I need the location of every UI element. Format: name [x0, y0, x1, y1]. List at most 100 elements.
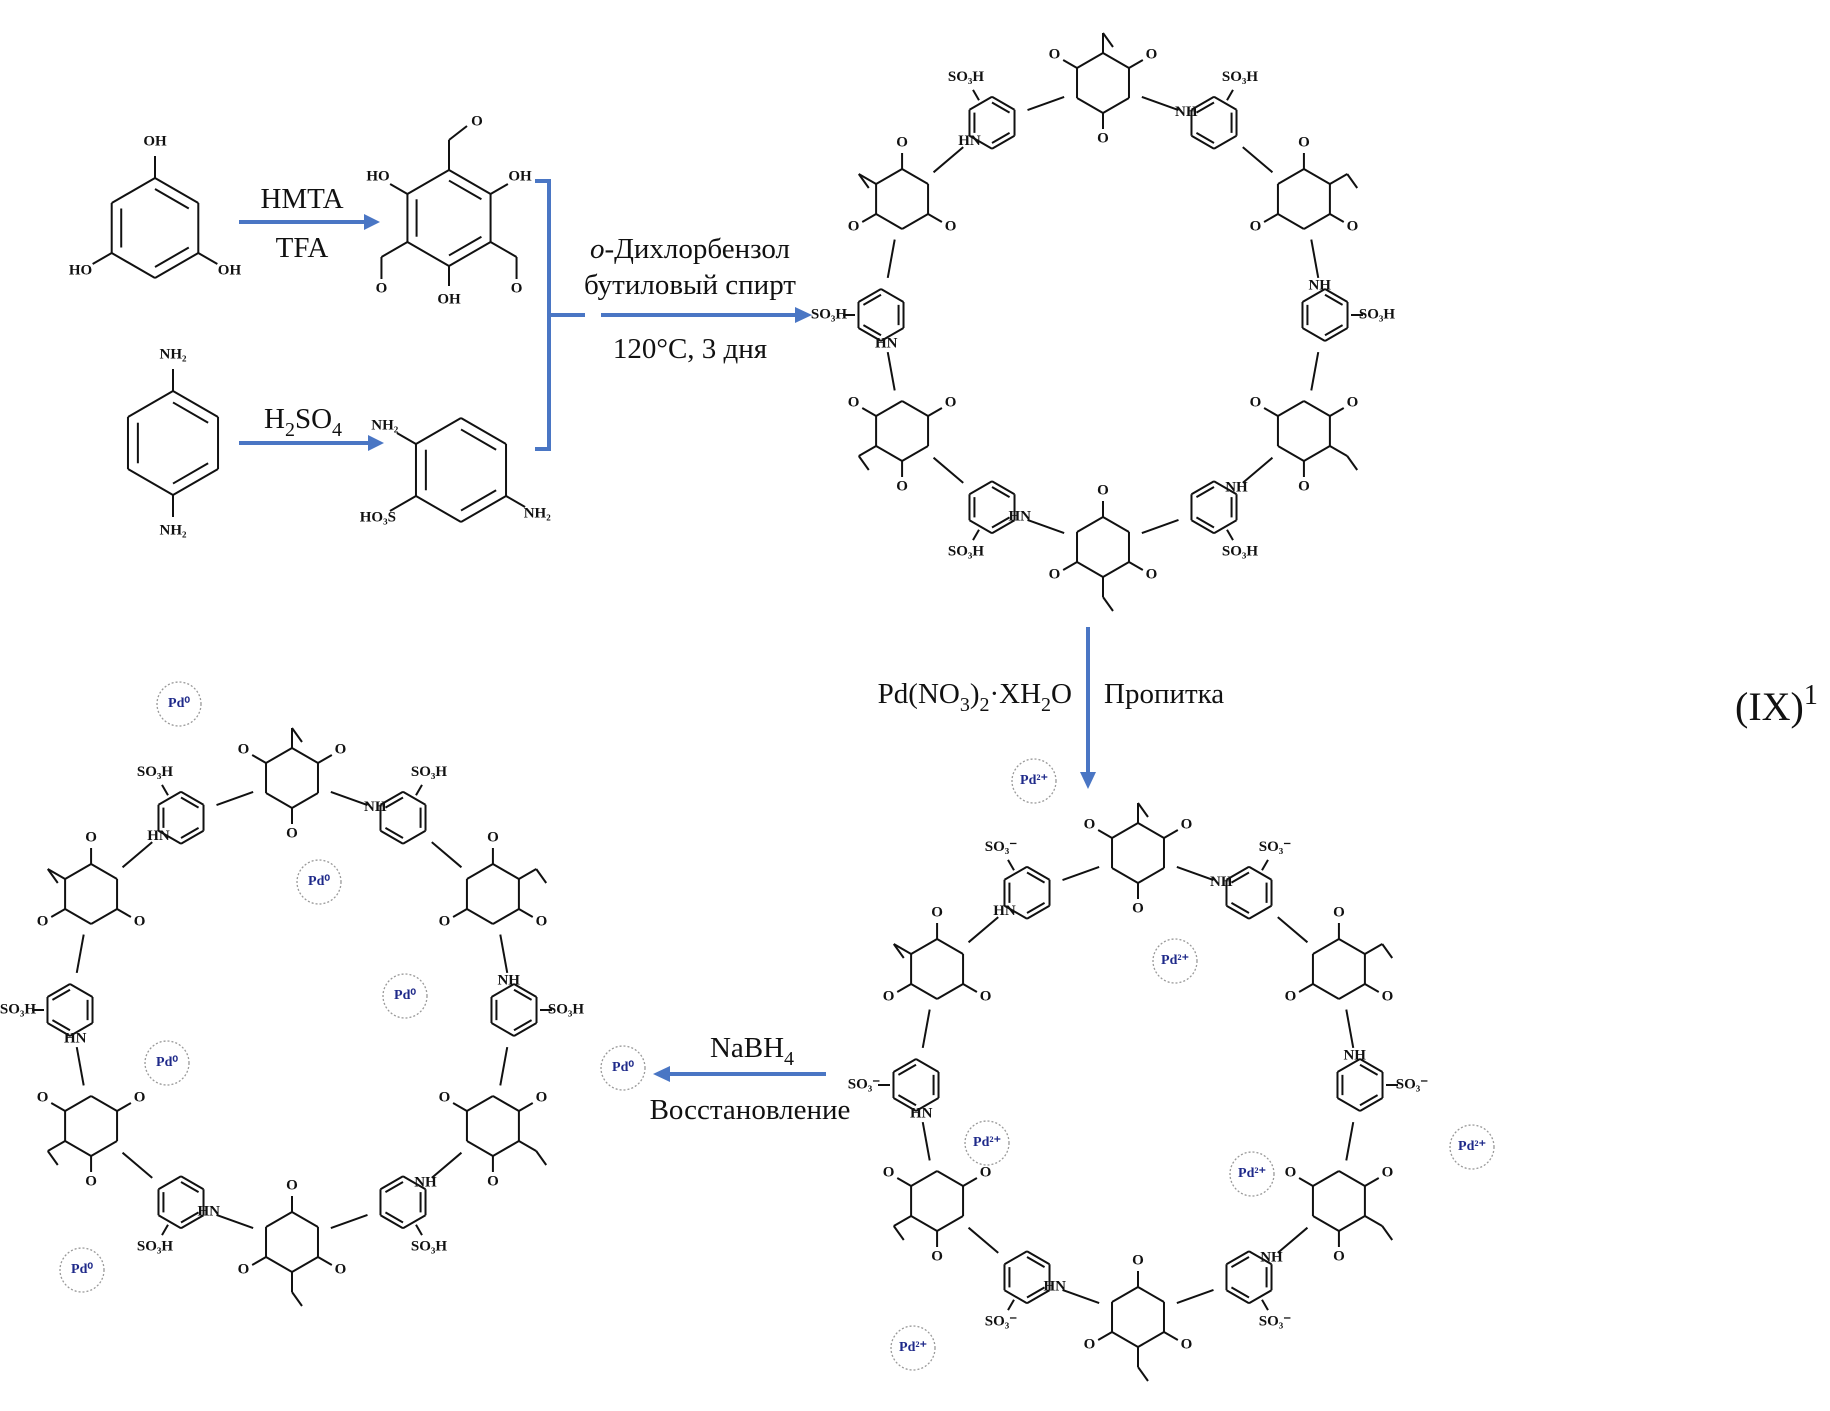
bond: [972, 89, 980, 101]
bond: [892, 1058, 917, 1073]
ketone-oxygen: O: [848, 394, 860, 410]
bond: [1381, 1225, 1394, 1241]
bond: [47, 868, 66, 880]
ketone-oxygen: O: [1146, 46, 1158, 62]
bond: [1226, 89, 1234, 101]
bond: [1303, 400, 1331, 417]
bond: [379, 1175, 404, 1191]
ketone-oxygen: O: [1132, 900, 1144, 916]
bond: [1102, 561, 1130, 578]
pd-particle: Pd⁰: [296, 859, 342, 905]
amine-linker-label: NH: [1175, 104, 1198, 120]
bond: [251, 754, 267, 764]
sulfonic-label: SO₃H: [548, 1001, 585, 1017]
bond: [1312, 938, 1340, 955]
bond: [857, 288, 882, 303]
bond: [936, 983, 964, 1000]
ketone-oxygen: O: [980, 988, 992, 1004]
bond: [291, 792, 319, 809]
bond: [1225, 1289, 1250, 1305]
bond: [991, 132, 1011, 144]
triketone-ring: OOO: [439, 829, 548, 929]
bond: [1003, 1289, 1028, 1305]
bond: [50, 908, 66, 918]
bond: [384, 796, 404, 809]
sulfonic-label: SO₃H: [137, 764, 174, 780]
bond: [1364, 943, 1383, 955]
bond: [968, 134, 993, 150]
bond: [1097, 1331, 1113, 1341]
bond: [1213, 519, 1238, 535]
pd-particle: Pd⁰: [144, 1040, 190, 1086]
ketone-oxygen: O: [286, 1177, 298, 1193]
ketone-oxygen: O: [439, 913, 451, 929]
bond: [172, 390, 219, 418]
ketone-oxygen: O: [1181, 816, 1193, 832]
ketone-oxygen: O: [1333, 1248, 1345, 1264]
bond: [896, 983, 912, 993]
bond: [47, 1140, 66, 1152]
bond: [1062, 865, 1100, 881]
pd-label: Pd²⁺: [1161, 953, 1189, 968]
bond: [875, 445, 903, 462]
bond: [172, 401, 209, 424]
bond: [880, 288, 905, 303]
amine-linker-label: NH: [364, 799, 387, 815]
bond: [154, 188, 190, 210]
amine-linker-label: NH: [1343, 1047, 1366, 1063]
pd-particle: Pd⁰: [59, 1247, 105, 1293]
bond: [1248, 865, 1273, 881]
pd-label: Pd²⁺: [1020, 773, 1048, 788]
bond: [380, 241, 408, 258]
bond: [505, 495, 526, 508]
reagent-tfa: TFA: [276, 232, 329, 264]
bond: [1176, 865, 1214, 881]
pd-particle: Pd⁰: [600, 1045, 646, 1091]
bond: [90, 908, 118, 925]
bond: [858, 173, 877, 185]
bond: [1062, 561, 1078, 571]
triketone-ring: OOO: [238, 1177, 346, 1307]
bond: [154, 177, 199, 204]
bond: [1310, 351, 1320, 391]
bond: [69, 983, 94, 998]
bond: [402, 790, 427, 806]
ketone-oxygen: O: [1084, 1336, 1096, 1352]
bond: [415, 495, 462, 523]
bond: [64, 1140, 92, 1157]
pd-particle: Pd⁰: [382, 973, 428, 1019]
bond: [1301, 288, 1326, 303]
pd-circle: [1011, 758, 1057, 804]
bond: [513, 988, 533, 1001]
process-reduction: Восстановление: [650, 1094, 851, 1126]
bond: [1111, 1286, 1139, 1303]
bond: [154, 252, 199, 279]
bond: [452, 1102, 468, 1112]
bond: [116, 908, 132, 918]
bond: [90, 1140, 118, 1157]
bond: [1346, 455, 1359, 471]
bond: [157, 829, 182, 845]
ketone-oxygen: O: [1097, 130, 1109, 146]
bond: [1102, 32, 1114, 48]
bond: [448, 235, 482, 257]
bond: [1003, 904, 1028, 920]
ketone-oxygen: O: [1181, 1336, 1193, 1352]
bond: [466, 908, 494, 925]
bond: [75, 1046, 85, 1086]
bond: [1226, 529, 1234, 541]
scheme-label: (IX)1: [1735, 680, 1818, 729]
bond: [967, 1226, 999, 1254]
ketone-oxygen: O: [37, 913, 49, 929]
bond: [1359, 1097, 1384, 1112]
bond: [1213, 95, 1238, 111]
bond: [991, 480, 1016, 496]
